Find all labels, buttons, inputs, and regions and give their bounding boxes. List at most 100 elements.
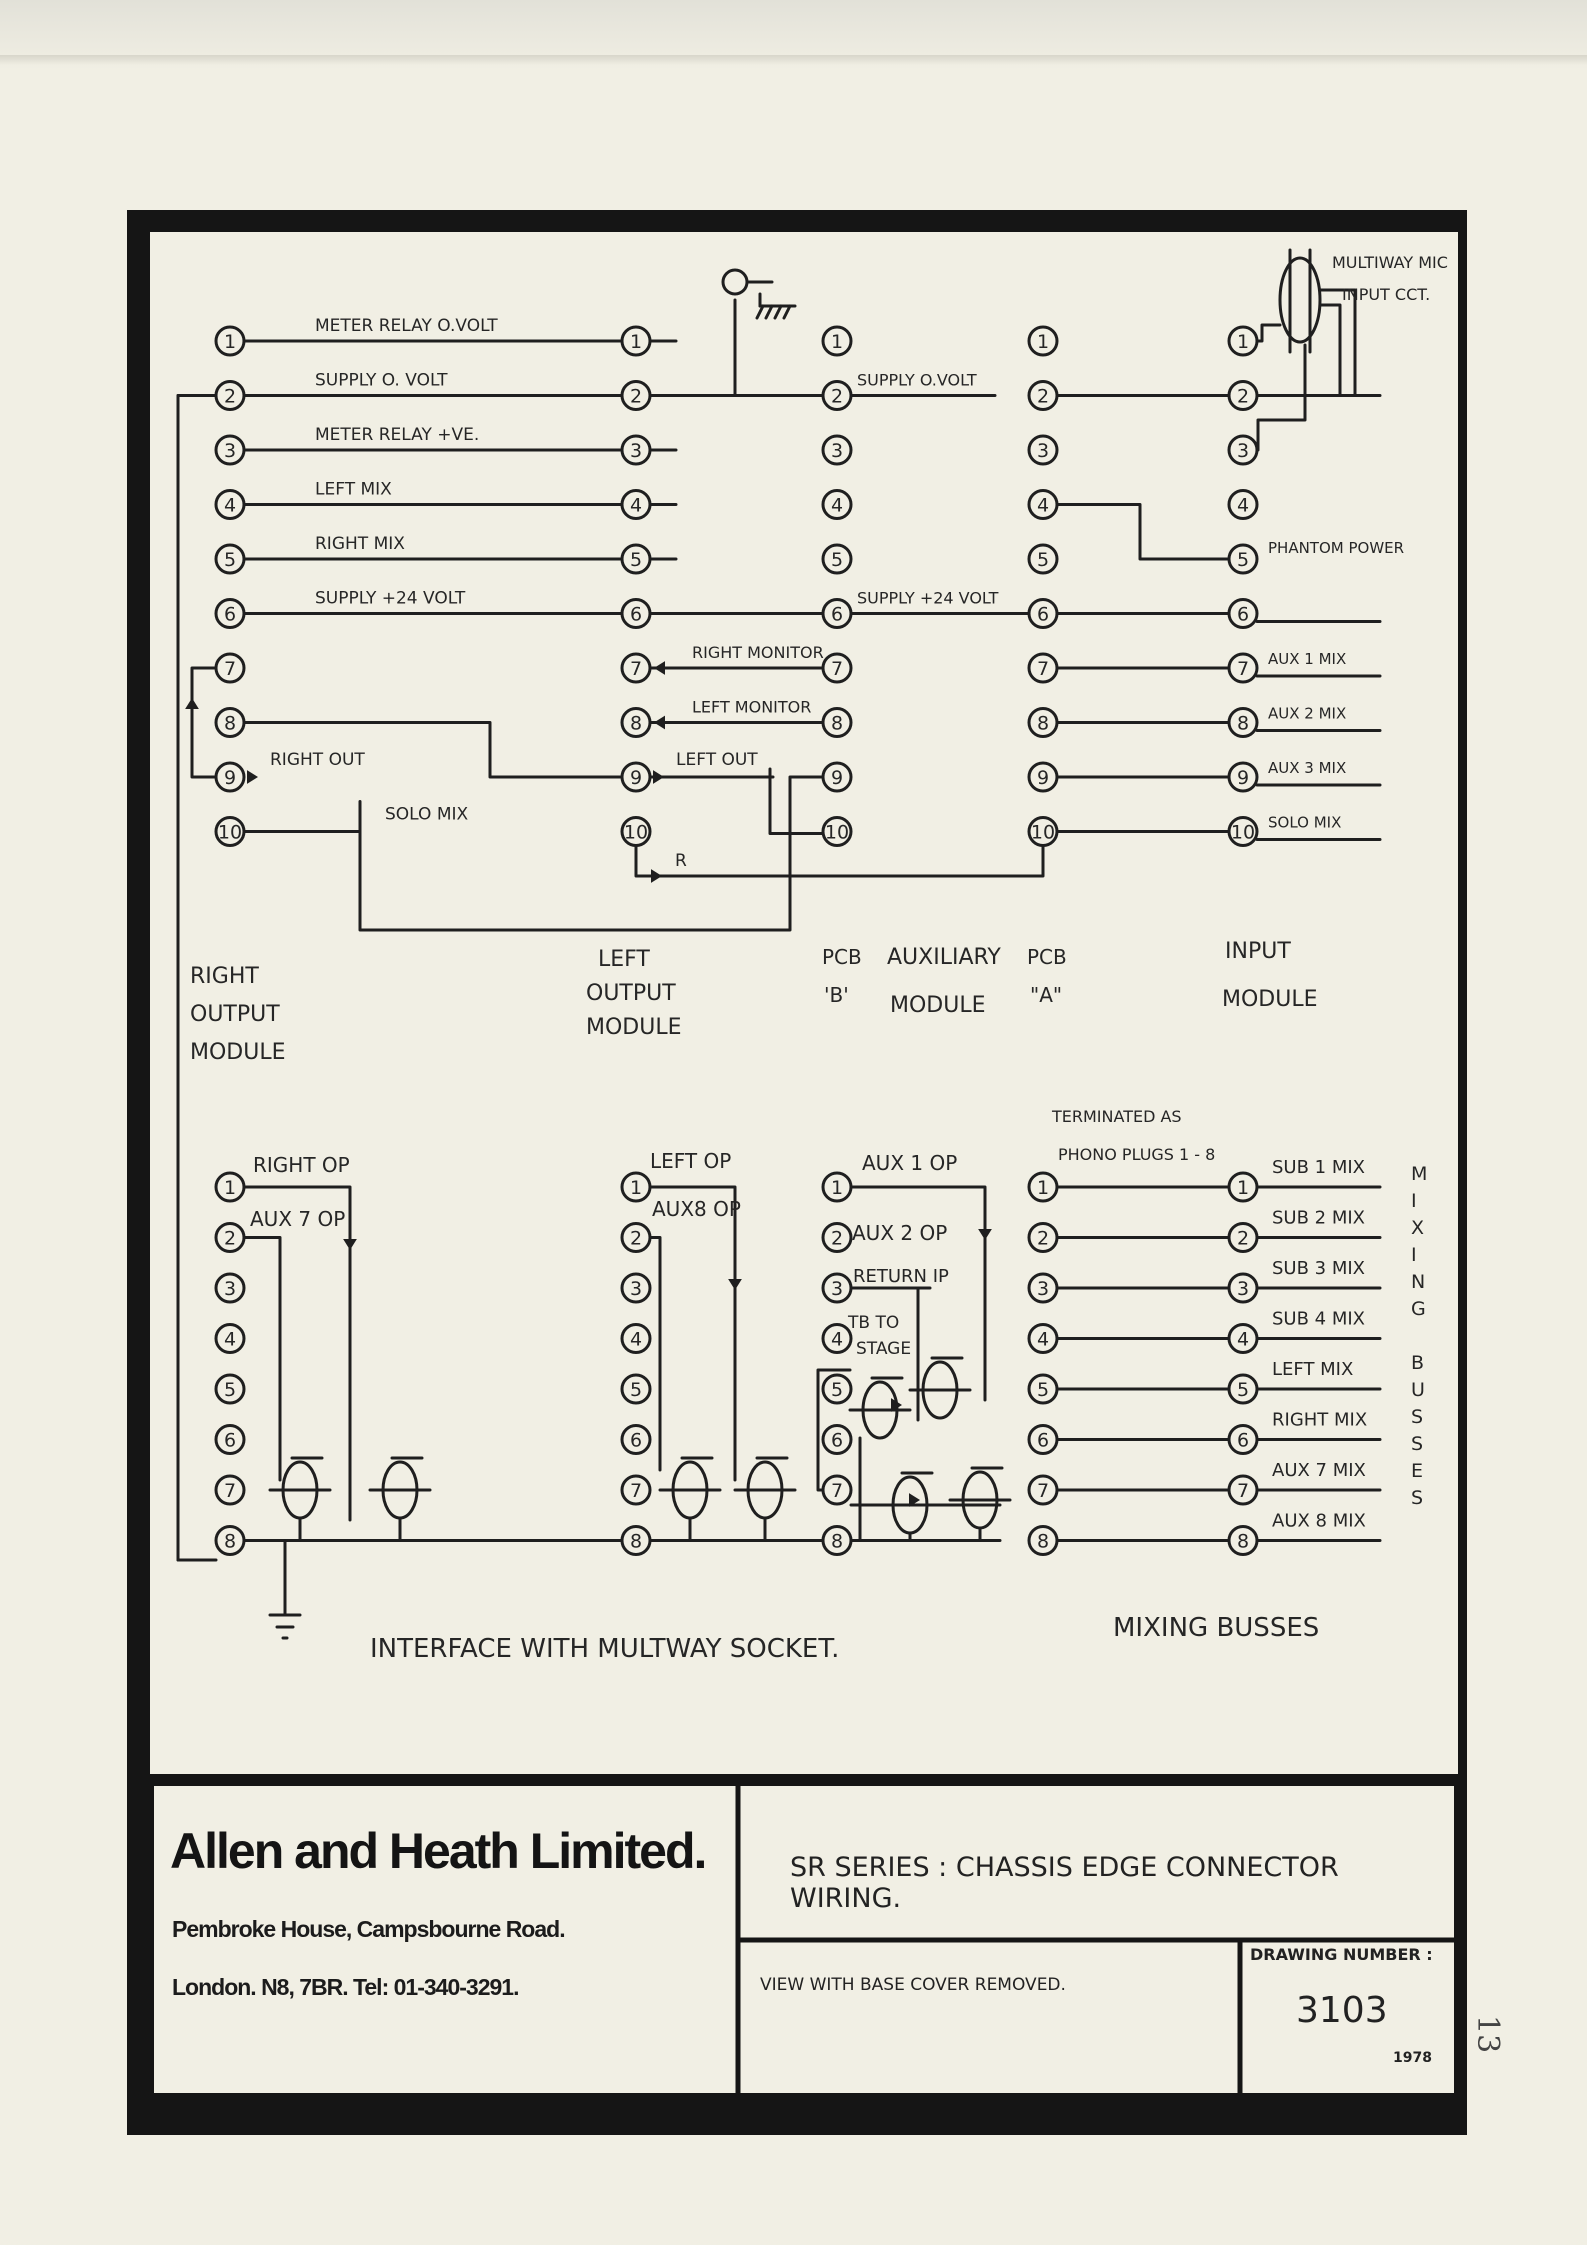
pin-ro-3-ring	[214, 434, 246, 466]
pin-lower-pb-6-number: 6	[831, 1430, 843, 1452]
pin-pa-4-number: 4	[1037, 495, 1049, 517]
pin-lower-lo-4-number: 4	[630, 1329, 642, 1351]
pin-lower-pb-3-number: 3	[831, 1278, 843, 1300]
pin-lower-im-5-number: 5	[1237, 1379, 1249, 1401]
pin-ro-7-number: 7	[224, 658, 236, 680]
pin-ro-1-number: 1	[224, 331, 236, 353]
label-multiway-mic-2: INPUT CCT.	[1342, 285, 1430, 304]
pin-pb-10-number: 10	[825, 822, 849, 844]
pin-pb-7-ring	[821, 652, 853, 684]
pin-lower-pa-3-ring	[1027, 1272, 1059, 1304]
pin-pa-9-number: 9	[1037, 767, 1049, 789]
label-im-7: AUX 1 MIX	[1268, 650, 1346, 668]
page-number: 13	[1470, 2015, 1505, 2054]
pin-im-4-ring	[1227, 489, 1259, 520]
chassis-ground-ring	[721, 268, 749, 296]
pin-im-2-number: 2	[1237, 386, 1249, 408]
pin-lo-6-ring	[620, 598, 652, 629]
wire-solo-mix-route	[358, 775, 825, 932]
pin-lower-ro-6-number: 6	[224, 1430, 236, 1452]
label-interface: INTERFACE WITH MULTWAY SOCKET.	[370, 1634, 839, 1664]
pin-pa-7-ring	[1027, 652, 1059, 684]
pin-pb-3-number: 3	[831, 440, 843, 462]
label-input-module-2: MODULE	[1222, 987, 1318, 1012]
pin-lower-pb-4-number: 4	[831, 1329, 843, 1351]
wire-label-2: SUPPLY O. VOLT	[315, 371, 448, 391]
pin-pb-8-number: 8	[831, 713, 843, 735]
label-bus-2: SUB 2 MIX	[1272, 1208, 1365, 1229]
label-pcb-a-1: PCB	[1027, 945, 1067, 969]
drawing-area	[150, 232, 1458, 2097]
pin-im-7-ring	[1227, 652, 1259, 684]
pin-lower-ro-8-ring	[214, 1525, 246, 1556]
ground-hatch	[764, 304, 774, 320]
pin-pa-6-number: 6	[1037, 604, 1049, 626]
pin-lower-pb-7-number: 7	[831, 1480, 843, 1502]
wire-label-5: RIGHT MIX	[315, 534, 405, 554]
arrow-r	[651, 869, 662, 883]
pin-lo-7-number: 7	[630, 658, 642, 680]
pin-lo-8-number: 8	[630, 713, 642, 735]
pin-pa-6-ring	[1027, 598, 1059, 629]
pin-ro-9-number: 9	[224, 767, 236, 789]
label-busses-vertical-char: I	[1411, 1190, 1417, 1212]
label-busses-vertical-char: U	[1411, 1379, 1425, 1401]
pin-pa-5-number: 5	[1037, 549, 1049, 571]
ground-hatch	[782, 304, 792, 320]
wire-pb10	[768, 767, 825, 835]
pin-lower-im-2-ring	[1227, 1222, 1259, 1253]
pin-lower-pb-2-ring	[821, 1222, 853, 1253]
label-bus-1: SUB 1 MIX	[1272, 1157, 1365, 1178]
pin-ro-2-ring	[214, 380, 246, 411]
pin-pa-2-ring	[1027, 380, 1059, 411]
pin-lower-pa-6-number: 6	[1037, 1430, 1049, 1452]
label-right-output-module: MODULE	[190, 1040, 286, 1065]
label-aux-supply-24v: SUPPLY +24 VOLT	[857, 589, 999, 608]
pin-lo-9-ring	[620, 761, 652, 793]
pin-pb-6-ring	[821, 598, 853, 629]
pin-lower-pa-4-ring	[1027, 1323, 1059, 1354]
pin-lo-10-ring	[620, 816, 652, 847]
pin-lower-pa-1-number: 1	[1037, 1177, 1049, 1199]
pin-im-1-ring	[1227, 325, 1259, 357]
pin-lo-2-ring	[620, 380, 652, 411]
pin-ro-2-number: 2	[224, 386, 236, 408]
label-right-output-module: OUTPUT	[190, 1002, 280, 1027]
arrow-right-op	[343, 1239, 357, 1250]
pin-pb-1-ring	[821, 325, 853, 357]
pin-ro-9-ring	[214, 761, 246, 793]
pin-lower-ro-5-number: 5	[224, 1379, 236, 1401]
pin-im-9-number: 9	[1237, 767, 1249, 789]
label-aux2-op: AUX 2 OP	[852, 1221, 947, 1245]
pin-lower-ro-3-ring	[214, 1272, 246, 1304]
drawing-year: 1978	[1393, 2050, 1432, 2066]
label-left-output-1: LEFT	[598, 947, 650, 972]
pin-lower-im-7-ring	[1227, 1474, 1259, 1506]
pin-lower-pa-3-number: 3	[1037, 1278, 1049, 1300]
ground-hatch	[773, 304, 783, 320]
arrow-left-out	[653, 770, 664, 784]
label-busses-vertical-char: I	[1411, 1244, 1417, 1266]
pin-ro-5-ring	[214, 543, 246, 575]
pin-lower-pa-4-number: 4	[1037, 1329, 1049, 1351]
pin-lo-1-ring	[620, 325, 652, 357]
pin-lo-2-number: 2	[630, 386, 642, 408]
pin-pa-8-number: 8	[1037, 713, 1049, 735]
pin-lower-im-4-number: 4	[1237, 1329, 1249, 1351]
pin-lower-ro-5-ring	[214, 1373, 246, 1405]
pin-lower-lo-3-number: 3	[630, 1278, 642, 1300]
label-tb-to-stage-1: TB TO	[847, 1313, 899, 1333]
pin-pb-2-ring	[821, 380, 853, 411]
pin-lo-5-ring	[620, 543, 652, 575]
pin-lower-im-8-number: 8	[1237, 1531, 1249, 1553]
pin-pa-10-ring	[1027, 816, 1059, 847]
pin-lower-im-2-number: 2	[1237, 1228, 1249, 1250]
wire-mic-4	[1318, 288, 1357, 397]
pin-pa-7-number: 7	[1037, 658, 1049, 680]
pin-lower-ro-7-number: 7	[224, 1480, 236, 1502]
pin-pb-1-number: 1	[831, 331, 843, 353]
pin-lower-lo-2-ring	[620, 1222, 652, 1253]
pin-im-9-ring	[1227, 761, 1259, 793]
pin-pb-10-ring	[821, 816, 853, 847]
